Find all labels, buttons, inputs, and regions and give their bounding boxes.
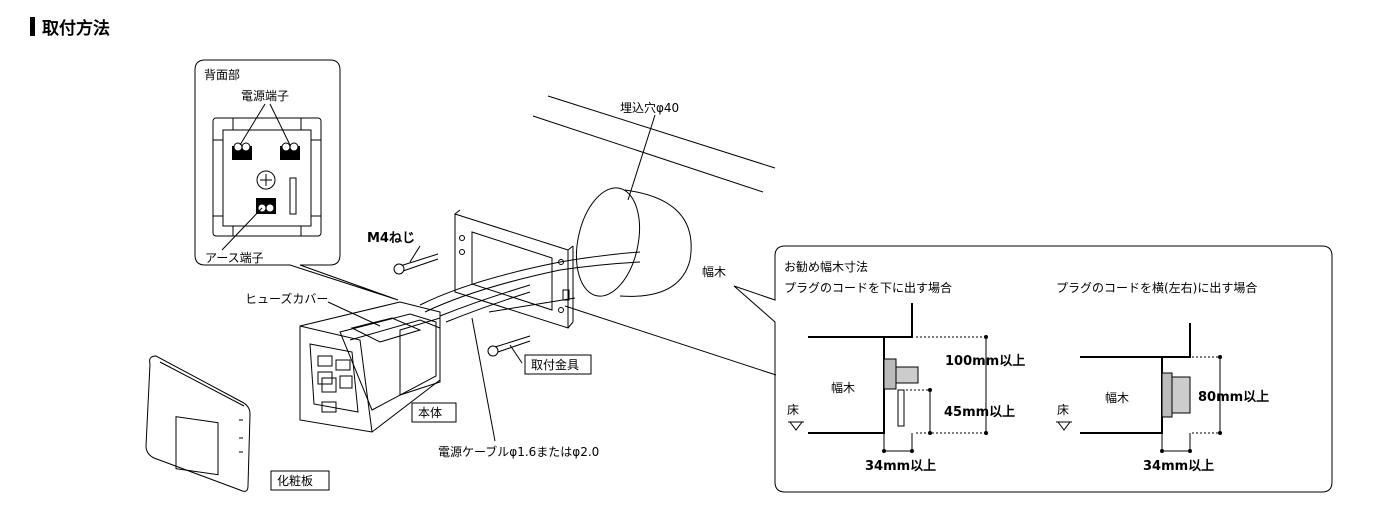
right-floor-label: 床 — [1057, 403, 1069, 417]
fuse-cover-label: ヒューズカバー — [245, 291, 328, 306]
title-marker — [30, 17, 35, 36]
recommend-title: お勧め幅木寸法 — [784, 259, 868, 274]
body-unit-drawing — [299, 301, 441, 433]
embed-hole-label: 埋込穴φ40 — [620, 100, 679, 115]
body-label: 本体 — [418, 406, 442, 420]
cover-plate-label: 化粧板 — [277, 474, 313, 488]
left-detail-drawing — [788, 303, 988, 453]
back-inset: 背面部 電源端子 — [194, 59, 399, 301]
left-baseboard-label: 幅木 — [831, 380, 855, 395]
body-label-box — [411, 402, 457, 423]
right-baseboard-label: 幅木 — [1105, 390, 1129, 405]
recommend-left-caption: プラグのコードを下に出す場合 — [784, 280, 952, 295]
screw-bottom — [487, 335, 531, 357]
embed-hole-leader — [627, 114, 656, 201]
left-dim-depth: 34mm以上 — [865, 459, 936, 474]
recommend-right-caption: プラグのコードを横(左右)に出す場合 — [1056, 280, 1257, 295]
bracket-drawing — [454, 209, 574, 329]
bracket-label-box — [524, 354, 592, 375]
fuse-cover-leader — [327, 301, 381, 327]
cable-drawing — [419, 251, 641, 323]
right-dim-depth: 34mm以上 — [1143, 459, 1214, 474]
right-dim-height: 80mm以上 — [1198, 390, 1269, 405]
left-floor-label: 床 — [787, 403, 799, 417]
baseboard-label: 幅木 — [702, 264, 726, 279]
left-dim-plug: 45mm以上 — [944, 405, 1015, 420]
screw-leader — [409, 245, 421, 263]
bracket-leader — [509, 344, 523, 364]
cable-label: 電源ケーブルφ1.6またはφ2.0 — [438, 444, 599, 459]
power-terminal-label: 電源端子 — [241, 89, 289, 103]
right-detail-drawing — [1056, 323, 1222, 453]
cable-leader — [471, 317, 496, 442]
earth-terminal-label: アース端子 — [205, 251, 264, 265]
screw-top — [393, 253, 439, 275]
recommend-callout — [733, 245, 1333, 493]
cover-plate-label-box — [270, 470, 330, 491]
back-plate-drawing — [212, 103, 322, 251]
cover-plate-drawing — [145, 355, 251, 492]
screw-label: M4ねじ — [367, 231, 415, 246]
back-inset-title: 背面部 — [204, 67, 240, 82]
left-dim-height: 100mm以上 — [945, 354, 1025, 369]
page-title: 取付方法 — [42, 18, 110, 39]
wall-drawing — [532, 95, 777, 376]
bracket-label: 取付金具 — [531, 357, 579, 372]
